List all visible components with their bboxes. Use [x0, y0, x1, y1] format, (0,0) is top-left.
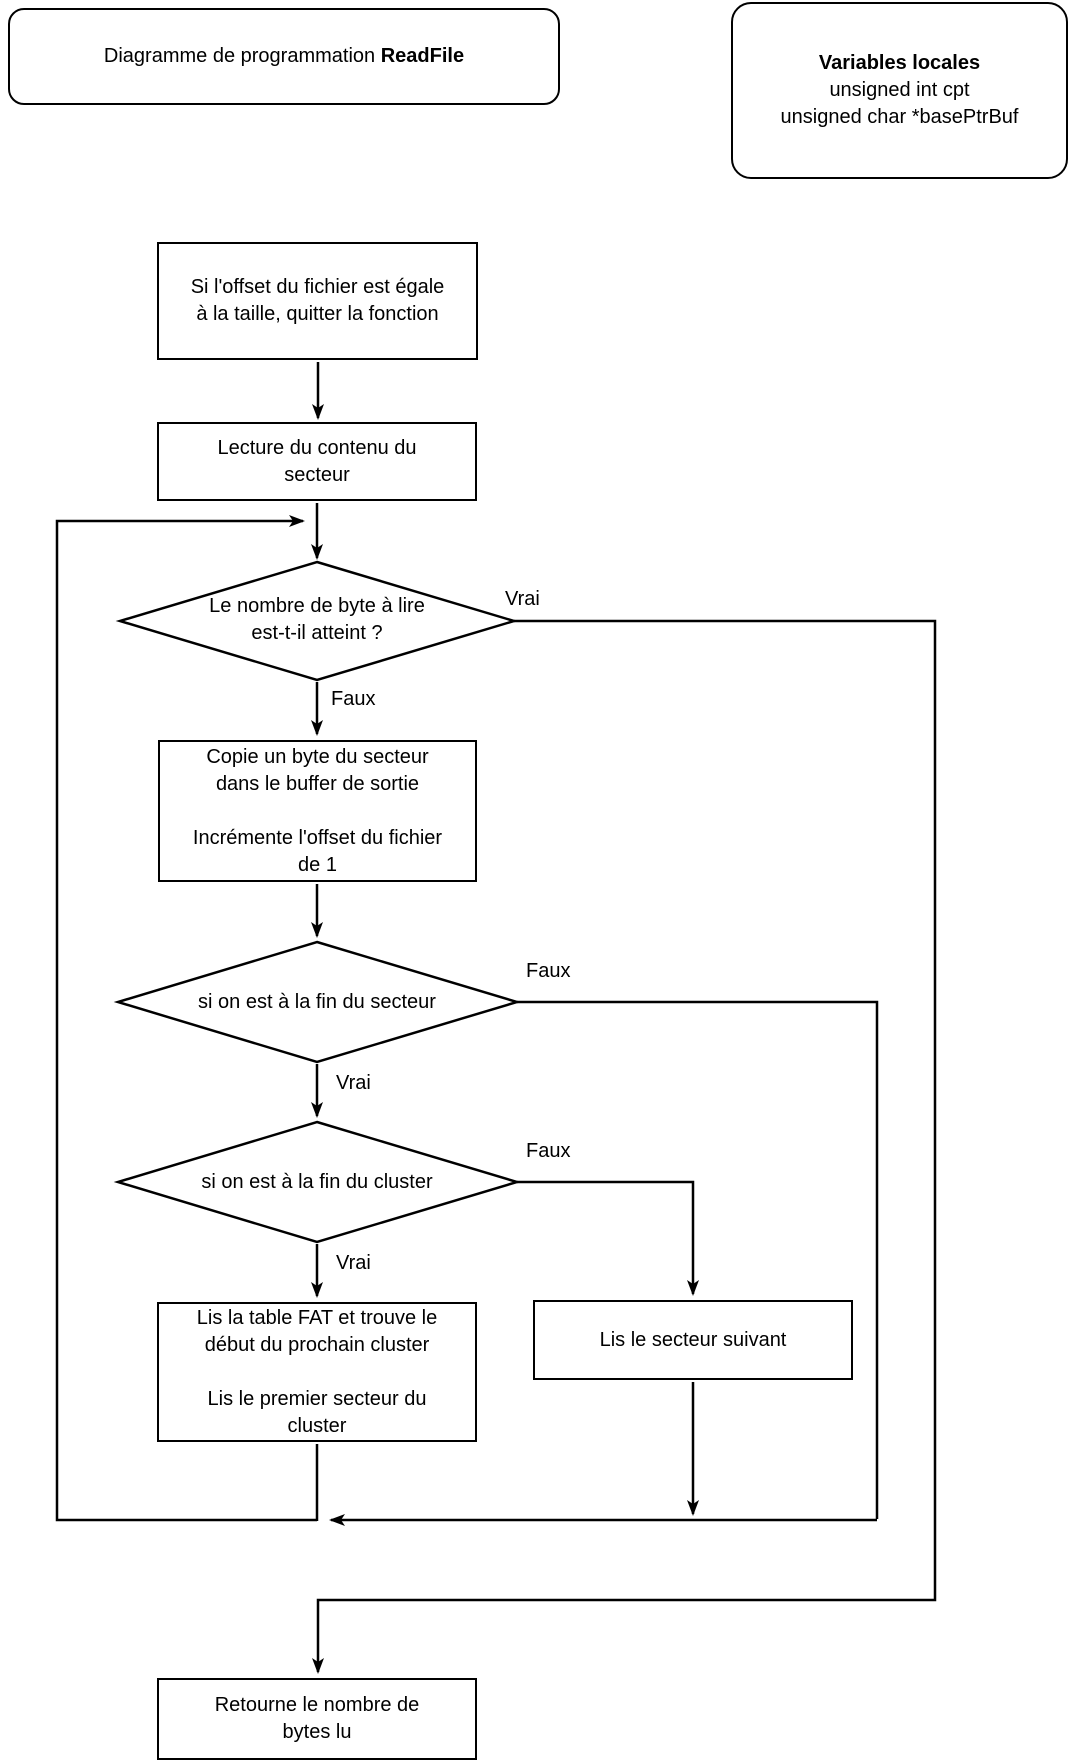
local-variables-box: Variables locales unsigned int cpt unsig… — [731, 2, 1068, 179]
node-line — [159, 1359, 475, 1386]
diamond-end-of-sector-label: si on est à la fin du secteur — [127, 988, 507, 1016]
node-read-fat: Lis la table FAT et trouve le début du p… — [157, 1302, 477, 1442]
node-line: si on est à la fin du cluster — [201, 1170, 433, 1193]
node-line: de 1 — [298, 853, 337, 876]
branch-label-cluster-vrai: Vrai — [336, 1252, 371, 1274]
node-check-offset: Si l'offset du fichier est égale à la ta… — [157, 242, 478, 360]
node-line: Incrémente l'offset du fichier — [192, 826, 443, 849]
node-copy-byte: Copie un byte du secteur dans le buffer … — [158, 740, 477, 882]
node-line: Le nombre de byte à lire — [209, 595, 425, 617]
node-line — [160, 798, 475, 825]
node-line: début du prochain cluster — [204, 1333, 430, 1356]
node-read-sector: Lecture du contenu du secteur — [157, 422, 477, 501]
node-next-sector: Lis le secteur suivant — [533, 1300, 853, 1380]
diamond-end-of-cluster — [113, 1120, 522, 1244]
node-line: est-t-il atteint ? — [251, 622, 383, 644]
node-line: Copie un byte du secteur — [206, 745, 429, 768]
node-line: Lis le premier secteur du — [207, 1387, 427, 1410]
edge-cluster-faux-to-nextsector — [517, 1180, 699, 1296]
branch-label-bytes-vrai: Vrai — [505, 588, 540, 610]
edge-loop-back — [55, 515, 317, 1522]
node-line: Lis la table FAT et trouve le — [196, 1306, 438, 1329]
node-line: si on est à la fin du secteur — [198, 990, 436, 1013]
branch-label-bytes-faux: Faux — [331, 688, 376, 710]
local-variable-cpt: unsigned int cpt — [829, 79, 970, 101]
node-line: Si l'offset du fichier est égale — [190, 276, 445, 298]
node-line: Retourne le nombre de — [214, 1694, 420, 1716]
diamond-end-of-cluster-label: si on est à la fin du cluster — [127, 1168, 507, 1196]
diamond-bytes-reached-label: Le nombre de byte à lire est-t-il attein… — [147, 592, 487, 648]
title-box: Diagramme de programmation ReadFile — [8, 8, 560, 105]
branch-label-cluster-faux: Faux — [526, 1140, 571, 1162]
diamond-bytes-reached — [115, 560, 519, 682]
diagram-title: Diagramme de programmation ReadFile — [10, 43, 558, 70]
node-return-bytes: Retourne le nombre de bytes lu — [157, 1678, 477, 1760]
node-line: bytes lu — [282, 1721, 352, 1743]
diagram-title-function-name: ReadFile — [380, 45, 465, 67]
node-line: Lecture du contenu du — [217, 436, 417, 459]
diagram-title-text: Diagramme de programmation — [103, 45, 381, 67]
branch-label-sector-faux: Faux — [526, 960, 571, 982]
node-line: à la taille, quitter la fonction — [196, 303, 439, 325]
local-variable-baseptrbuf: unsigned char *basePtrBuf — [780, 106, 1019, 128]
node-line: cluster — [287, 1414, 347, 1437]
node-line: secteur — [284, 463, 350, 486]
local-variables-heading: Variables locales — [818, 52, 981, 74]
diamond-end-of-sector — [113, 940, 522, 1064]
branch-label-sector-vrai: Vrai — [336, 1072, 371, 1094]
edge-sector-faux-down — [517, 1000, 879, 1519]
node-line: dans le buffer de sortie — [215, 772, 420, 795]
node-line: Lis le secteur suivant — [599, 1328, 787, 1351]
edge-bytes-vrai-to-return — [312, 619, 937, 1674]
